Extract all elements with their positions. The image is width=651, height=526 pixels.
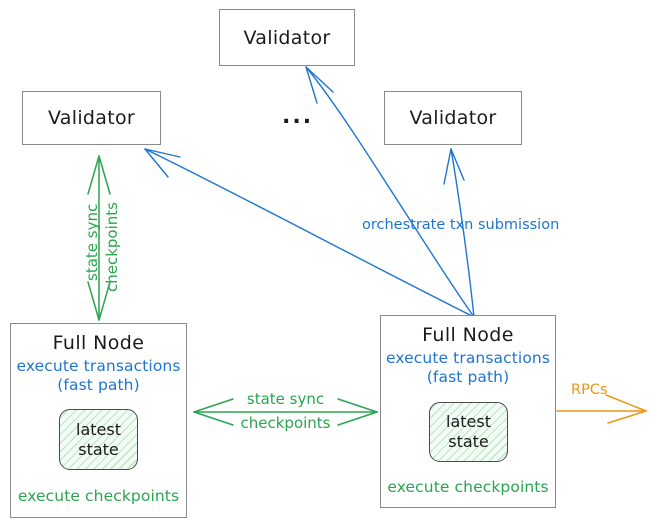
full-node-left-box[interactable]: Full Node execute transactions (fast pat… bbox=[10, 323, 187, 518]
full-node-left-latest-state-line2: state bbox=[78, 439, 119, 459]
full-node-right-title: Full Node bbox=[422, 324, 514, 346]
state-sync-vertical-arrowhead-up-b bbox=[98, 155, 111, 195]
full-node-left-latest-state-line1: latest bbox=[76, 419, 121, 439]
full-node-left-title: Full Node bbox=[52, 332, 145, 354]
state-sync-horizontal-arrowhead-right-a bbox=[337, 398, 378, 413]
validator-right-label: Validator bbox=[409, 107, 497, 129]
full-node-right-fastpath-line2: (fast path) bbox=[426, 368, 510, 386]
state-sync-horizontal-arrowhead-left-a bbox=[193, 398, 234, 413]
validator-top-box[interactable]: Validator bbox=[219, 9, 355, 66]
state-sync-vertical-label-line1: state sync bbox=[83, 203, 101, 281]
full-node-right-latest-state-box[interactable]: latest state bbox=[429, 402, 508, 462]
arrowhead-validator-right-b bbox=[450, 148, 465, 181]
state-sync-vertical-arrowhead-up-a bbox=[87, 155, 100, 195]
full-node-left-fastpath-line2: (fast path) bbox=[57, 376, 140, 394]
full-node-right-latest-state-line2: state bbox=[448, 432, 489, 451]
rpcs-edge bbox=[556, 394, 647, 424]
full-node-right-fastpath-line1: execute transactions bbox=[385, 349, 551, 367]
state-sync-horizontal-arrowhead-left-b bbox=[193, 411, 234, 426]
orchestrate-txn-submission-label: orchestrate txn submission bbox=[362, 217, 560, 233]
full-node-left-fastpath-line1: execute transactions bbox=[16, 357, 181, 375]
state-sync-horizontal-label-line2: checkpoints bbox=[240, 414, 331, 432]
rpcs-arrowhead-a bbox=[605, 394, 647, 412]
full-node-left-latest-state-box[interactable]: latest state bbox=[59, 409, 138, 470]
validator-left-box[interactable]: Validator bbox=[22, 91, 161, 145]
full-node-left-fastpath-text: execute transactions (fast path) bbox=[11, 357, 186, 395]
arrowhead-validator-left-b bbox=[144, 148, 169, 178]
arrowhead-validator-left-a bbox=[144, 148, 181, 158]
state-sync-vertical-arrowhead-down-a bbox=[87, 281, 100, 321]
arrowhead-validator-top-a bbox=[305, 66, 318, 104]
full-node-left-execute-checkpoints: execute checkpoints bbox=[17, 487, 180, 505]
validator-right-box[interactable]: Validator bbox=[384, 91, 522, 145]
arrowhead-validator-right-a bbox=[443, 148, 452, 185]
validator-top-label: Validator bbox=[243, 27, 331, 49]
full-node-right-latest-state-line1: latest bbox=[446, 412, 491, 431]
rpcs-arrowhead-b bbox=[607, 410, 647, 424]
arrowhead-validator-top-b bbox=[305, 66, 334, 93]
rpcs-label: RPCs bbox=[571, 382, 608, 398]
full-node-right-fastpath-text: execute transactions (fast path) bbox=[381, 349, 555, 387]
state-sync-horizontal-label-line1: state sync bbox=[246, 390, 325, 408]
full-node-right-box[interactable]: Full Node execute transactions (fast pat… bbox=[380, 315, 556, 508]
full-node-right-execute-checkpoints: execute checkpoints bbox=[387, 478, 549, 496]
validator-left-label: Validator bbox=[47, 107, 135, 129]
state-sync-vertical-label-line2: checkpoints bbox=[103, 202, 121, 292]
validators-ellipsis: ... bbox=[282, 104, 314, 129]
state-sync-horizontal-arrowhead-right-b bbox=[337, 411, 378, 426]
